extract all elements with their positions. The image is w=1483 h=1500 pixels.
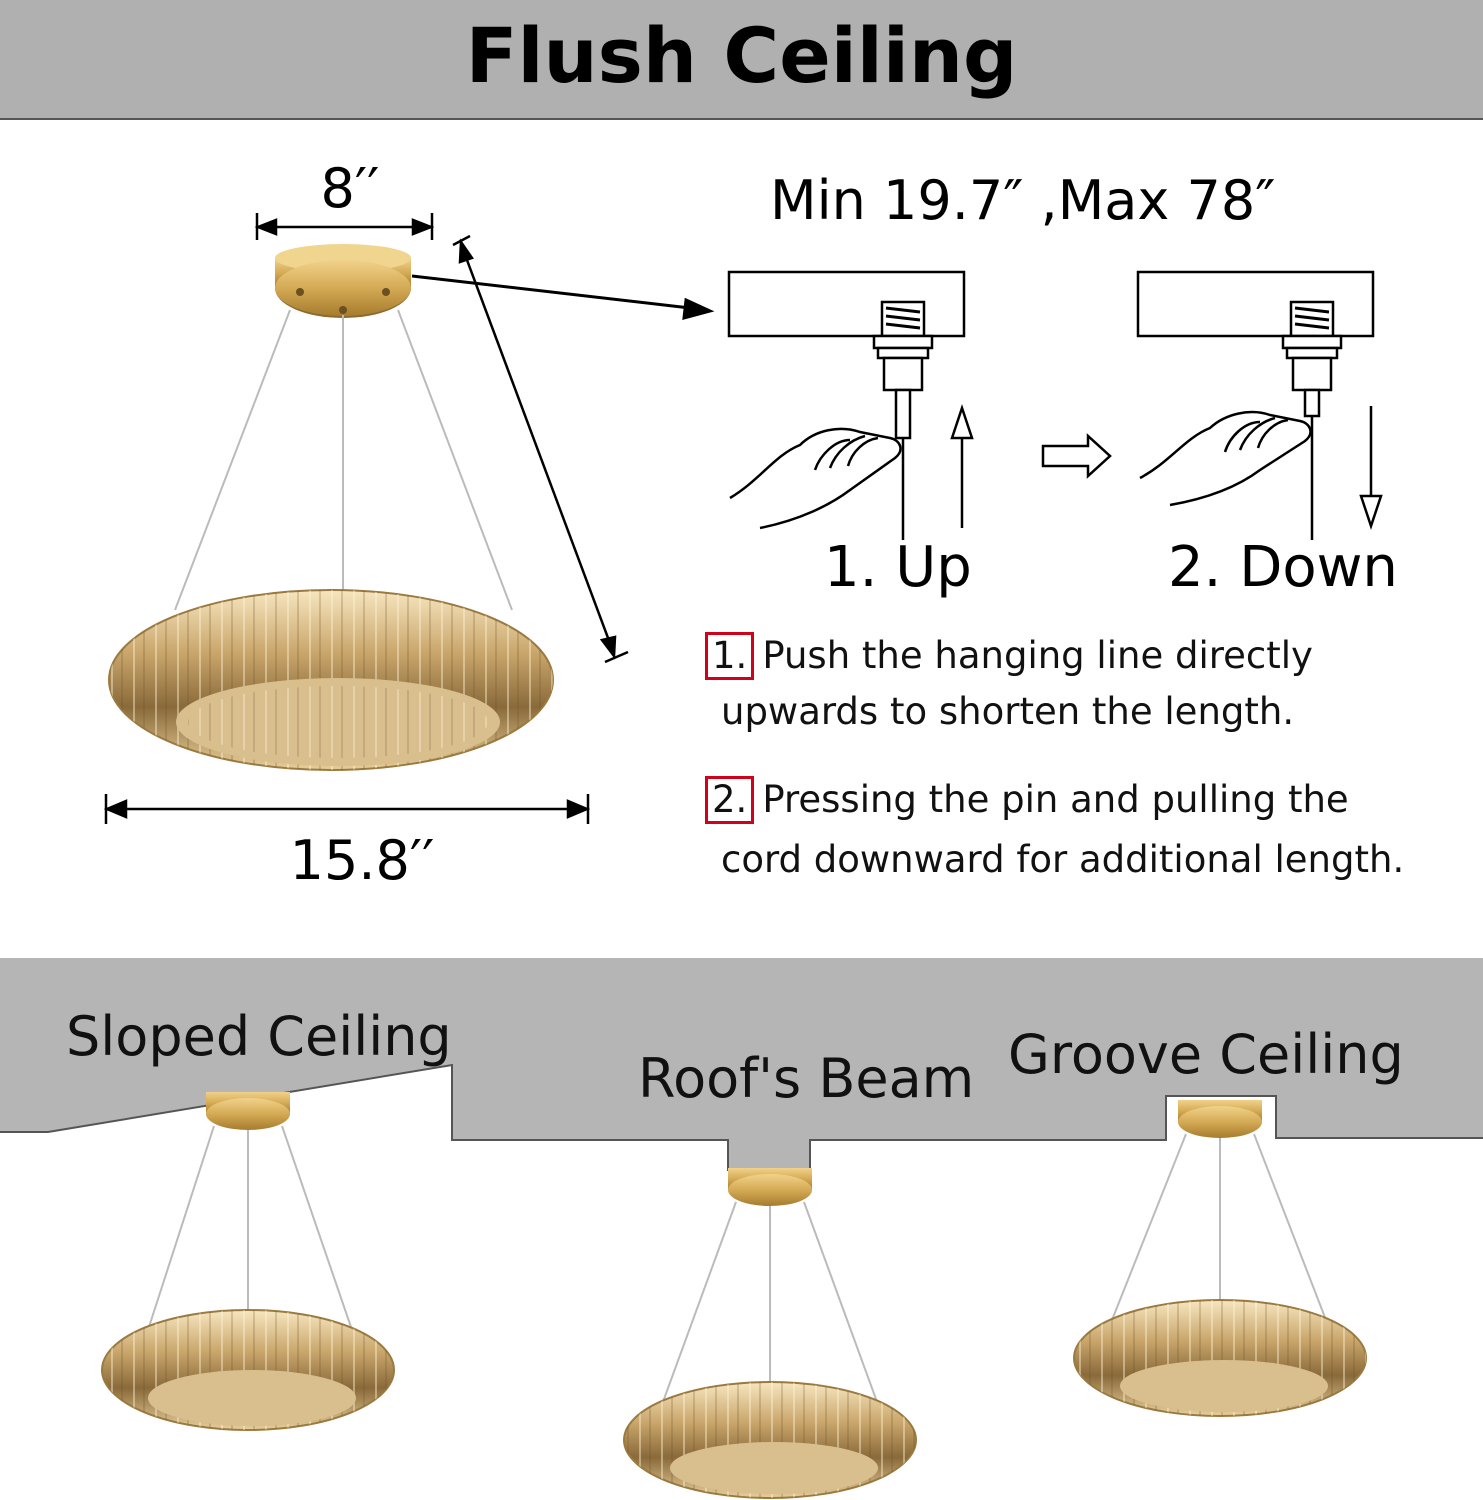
step-up-label: 1. Up	[824, 535, 972, 600]
sloped-ceiling-chandelier	[101, 1092, 395, 1431]
instruction-2: 2.Pressing the pin and pulling the cord …	[705, 770, 1475, 890]
detail-pointer-arrow	[411, 274, 715, 321]
step-down-illustration	[1136, 270, 1383, 540]
instruction-1-line1: Push the hanging line directly	[762, 634, 1313, 677]
groove-ceiling-chandelier	[1073, 1100, 1367, 1417]
roofs-beam-chandelier	[623, 1168, 917, 1499]
instruction-1: 1.Push the hanging line directly upwards…	[705, 628, 1475, 740]
ring-width-label: 15.8′′	[289, 829, 435, 892]
canopy-width-dimension	[254, 213, 435, 240]
ring-width-dimension	[103, 794, 591, 824]
length-range-label: Min 19.7″ ,Max 78″	[770, 169, 1276, 232]
canopy-width-label: 8′′	[320, 157, 380, 220]
main-chandelier	[108, 244, 554, 771]
header-band	[0, 0, 1483, 120]
instruction-2-line1: Pressing the pin and pulling the	[762, 778, 1349, 821]
sloped-ceiling-label: Sloped Ceiling	[66, 1005, 452, 1068]
instruction-2-number: 2.	[705, 776, 755, 824]
roofs-beam-label: Roof's Beam	[638, 1047, 975, 1110]
instruction-2-line2: cord downward for additional length.	[721, 838, 1405, 881]
step-up-illustration	[727, 270, 974, 540]
length-dimension	[452, 234, 629, 664]
instruction-1-number: 1.	[705, 632, 755, 680]
groove-ceiling-label: Groove Ceiling	[1008, 1023, 1404, 1086]
page-title: Flush Ceiling	[465, 11, 1018, 100]
instruction-1-line2: upwards to shorten the length.	[721, 690, 1295, 733]
step-down-label: 2. Down	[1168, 535, 1398, 600]
next-step-arrow	[1041, 433, 1112, 479]
